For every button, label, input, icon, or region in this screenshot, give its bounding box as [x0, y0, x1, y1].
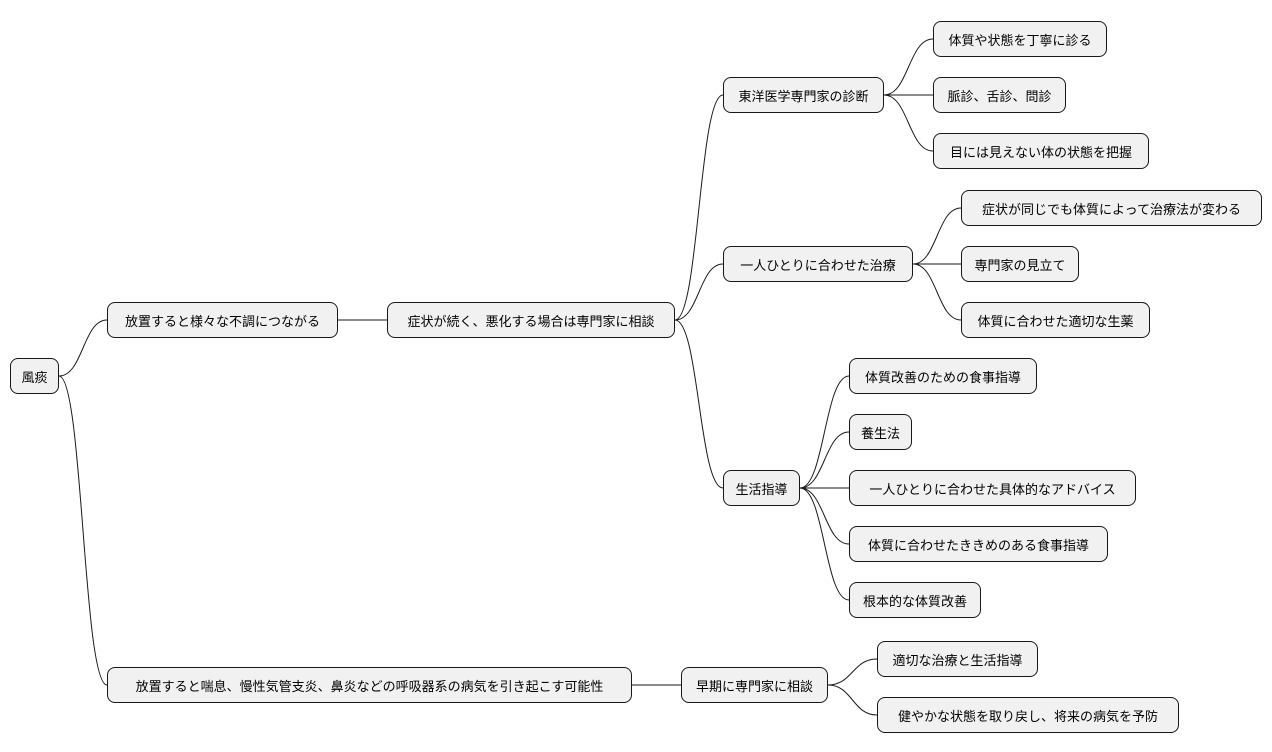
treatment-item: 体質に合わせた適切な生薬 — [961, 302, 1150, 338]
treatment-node: 一人ひとりに合わせた治療 — [723, 246, 913, 282]
treatment-item: 専門家の見立て — [961, 246, 1079, 282]
connector-line — [883, 38, 934, 96]
guidance-item: 体質に合わせたききめのある食事指導 — [849, 526, 1108, 562]
connector-line — [58, 375, 108, 686]
connector-line — [912, 263, 962, 321]
connector-line — [883, 94, 934, 152]
connector-line — [799, 431, 850, 489]
connector-line — [674, 263, 724, 321]
connector-line — [799, 487, 850, 545]
connector-line — [674, 319, 724, 489]
connector-line — [912, 207, 962, 265]
diagnosis-item: 脈診、舌診、問診 — [933, 77, 1066, 113]
early-consult-item: 適切な治療と生活指導 — [877, 641, 1038, 677]
guidance-item: 一人ひとりに合わせた具体的なアドバイス — [849, 470, 1136, 506]
connector-line — [58, 319, 108, 377]
guidance-item: 根本的な体質改善 — [849, 582, 981, 618]
connector-line — [799, 487, 850, 601]
branch-respiratory-risk-node: 放置すると喘息、慢性気管支炎、鼻炎などの呼吸器系の病気を引き起こす可能性 — [107, 667, 632, 703]
branch-neglect-node: 放置すると様々な不調につながる — [107, 302, 338, 338]
root-node: 風痰 — [10, 358, 59, 394]
guidance-item: 体質改善のための食事指導 — [849, 358, 1037, 394]
connector-line — [827, 684, 878, 716]
diagnosis-item: 目には見えない体の状態を把握 — [933, 133, 1149, 169]
consult-specialist-node: 症状が続く、悪化する場合は専門家に相談 — [387, 302, 675, 338]
diagnosis-node: 東洋医学専門家の診断 — [723, 77, 884, 113]
connector-line — [827, 658, 878, 686]
early-consult-node: 早期に専門家に相談 — [681, 667, 828, 703]
early-consult-item: 健やかな状態を取り戻し、将来の病気を予防 — [877, 697, 1179, 733]
lifestyle-guidance-node: 生活指導 — [723, 470, 800, 506]
diagnosis-item: 体質や状態を丁寧に診る — [933, 21, 1107, 57]
connector-line — [799, 375, 850, 489]
connector-line — [674, 94, 724, 321]
treatment-item: 症状が同じでも体質によって治療法が変わる — [961, 190, 1262, 226]
guidance-item: 養生法 — [849, 414, 912, 450]
